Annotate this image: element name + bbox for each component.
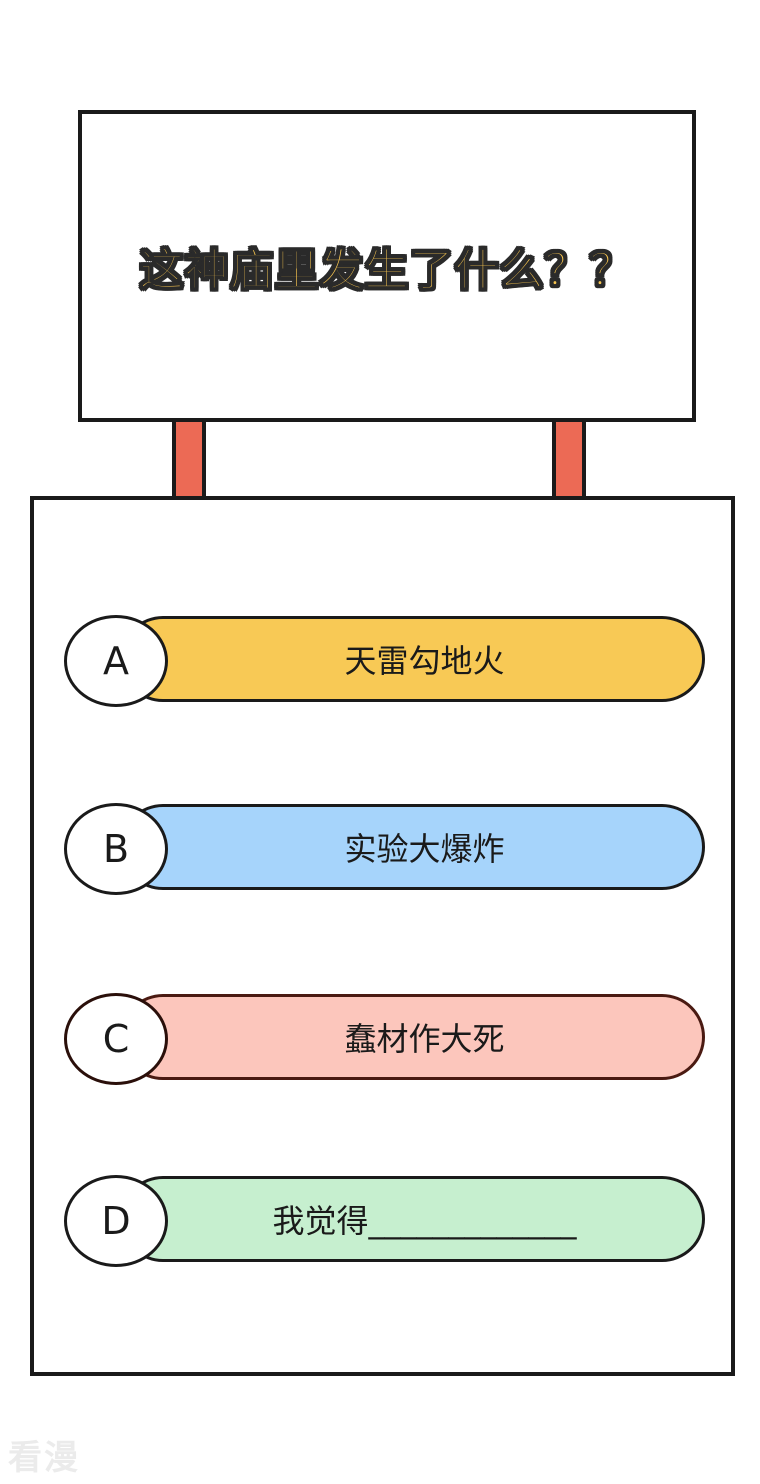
option-b-letter: B <box>64 803 168 895</box>
option-b-bar[interactable]: 实验大爆炸 <box>120 804 705 890</box>
sign-post-right <box>552 418 586 500</box>
option-d-text: 我觉得_____________ <box>272 1202 577 1240</box>
option-c[interactable]: 蠢材作大死 C <box>64 993 705 1085</box>
option-a-text: 天雷勾地火 <box>344 642 505 680</box>
option-b-text: 实验大爆炸 <box>344 830 505 868</box>
question-title: 这神庙里发生了什么？？ <box>139 244 635 297</box>
option-b[interactable]: 实验大爆炸 B <box>64 803 705 895</box>
option-c-bar[interactable]: 蠢材作大死 <box>120 994 705 1080</box>
option-a[interactable]: 天雷勾地火 A <box>64 615 705 707</box>
option-d-bar[interactable]: 我觉得_____________ <box>120 1176 705 1262</box>
watermark: 看漫 <box>8 1438 80 1478</box>
option-d-letter: D <box>64 1175 168 1267</box>
option-d[interactable]: 我觉得_____________ D <box>64 1175 705 1267</box>
option-a-bar[interactable]: 天雷勾地火 <box>120 616 705 702</box>
question-sign: 这神庙里发生了什么？？ <box>78 110 696 422</box>
sign-post-left <box>172 418 206 500</box>
option-c-text: 蠢材作大死 <box>344 1020 505 1058</box>
option-a-letter: A <box>64 615 168 707</box>
option-c-letter: C <box>64 993 168 1085</box>
answer-board: 天雷勾地火 A 实验大爆炸 B 蠢材作大死 C 我觉得_____________… <box>30 496 735 1376</box>
